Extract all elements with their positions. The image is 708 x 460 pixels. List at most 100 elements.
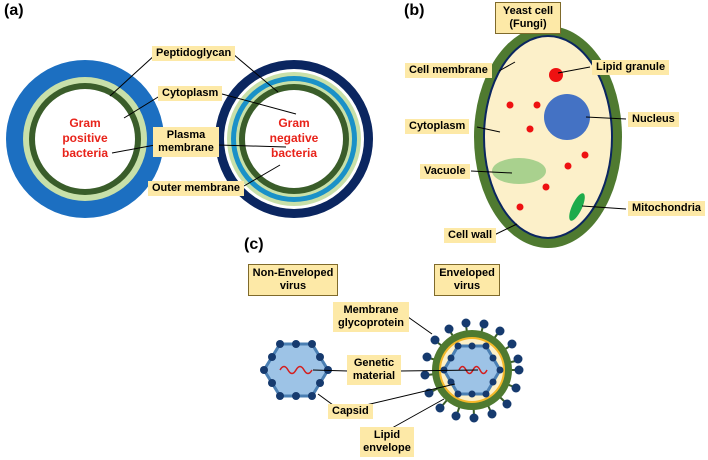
non-enveloped-title: Non-Enveloped virus (248, 264, 338, 296)
label-cytoplasm-yeast: Cytoplasm (405, 119, 470, 134)
spike-dot (514, 365, 524, 375)
yeast-granule-dot (564, 162, 572, 170)
label-cell-membrane: Cell membrane (405, 63, 492, 78)
panel-label-b: (b) (404, 2, 425, 19)
leader-line (221, 93, 297, 115)
label-lipid-granule: Lipid granule (592, 60, 670, 75)
capsomere-dot (454, 390, 462, 398)
spike-dot (435, 403, 445, 413)
capsomere-dot (276, 392, 284, 400)
yeast-nucleus (544, 94, 590, 140)
gram-negative-cell (215, 60, 373, 218)
capsomere-dot (276, 340, 284, 348)
spike-dot (461, 318, 471, 328)
label-cell-wall: Cell wall (444, 228, 497, 243)
capsomere-dot (292, 392, 300, 400)
virus-leader-lines (312, 316, 479, 429)
spike-dot (507, 339, 517, 349)
yeast-granule-dot (526, 125, 534, 133)
leader-line (232, 53, 279, 93)
gram-negative-cytoplasm (245, 90, 343, 188)
leader-line (111, 144, 156, 154)
capsomere-dot (308, 340, 316, 348)
spike-dot (487, 409, 497, 419)
gram-positive-cytoplasm (35, 89, 135, 189)
label-capsid: Capsid (328, 404, 373, 419)
spike-dot (511, 383, 521, 393)
capsomere-dot (482, 342, 490, 350)
panel-label-a: (a) (4, 2, 24, 19)
yeast-granule-dot (516, 203, 524, 211)
capsomere-dot (316, 353, 324, 361)
non-enveloped-genetic-material (279, 365, 313, 375)
yeast-cell-membrane (483, 35, 613, 239)
capsomere-dot (308, 392, 316, 400)
spike-dot (430, 335, 440, 345)
gram-positive-cell (6, 60, 164, 218)
yeast-leader-lines (470, 61, 627, 237)
glycoprotein-spikes (420, 318, 524, 423)
capsomere-dot (316, 379, 324, 387)
leader-line (123, 93, 164, 119)
yeast-title: Yeast cell (Fungi) (495, 2, 561, 34)
leader-line (109, 53, 157, 97)
capsomere-dot (454, 342, 462, 350)
leader-line (557, 66, 591, 74)
label-lipid-envelope: Lipid envelope (360, 427, 414, 457)
spike-dot (502, 399, 512, 409)
leader-line (585, 116, 627, 120)
label-outer-membrane: Outer membrane (148, 181, 245, 196)
leader-line (399, 369, 479, 372)
yeast-lipid-granule (549, 68, 563, 82)
capsomere-dot (489, 354, 497, 362)
spike-dot (420, 370, 430, 380)
capsomere-dot (292, 340, 300, 348)
label-plasma-membrane: Plasma membrane (153, 127, 219, 157)
label-cytoplasm-bacteria: Cytoplasm (158, 86, 223, 101)
capsomere-dot (482, 390, 490, 398)
yeast-granule-dot (506, 101, 514, 109)
leader-line (217, 144, 287, 148)
panel-label-c: (c) (244, 236, 264, 253)
capsomere-dot (496, 366, 504, 374)
capsomere-dot (489, 378, 497, 386)
label-peptidoglycan: Peptidoglycan (152, 46, 236, 61)
spike-dot (469, 413, 479, 423)
enveloped-title: Enveloped virus (434, 264, 500, 296)
gram-positive-title: Gram positive bacteria (61, 116, 109, 160)
yeast-granule-dot (542, 183, 550, 191)
label-genetic-material: Genetic material (347, 355, 401, 385)
leader-line (365, 383, 456, 406)
leader-line (498, 61, 516, 72)
spike-dot (495, 326, 505, 336)
leader-line (581, 205, 627, 210)
capsomere-dot (260, 366, 268, 374)
spike-dot (513, 354, 523, 364)
leader-line (476, 126, 501, 133)
leader-line (391, 398, 445, 429)
yeast-granule-dot (533, 101, 541, 109)
leader-line (470, 170, 513, 174)
capsomere-dot (268, 379, 276, 387)
spike-dot (451, 411, 461, 421)
yeast-vacuole (492, 158, 546, 184)
bacteria-leader-lines (109, 53, 297, 187)
leader-line (317, 393, 334, 406)
label-membrane-glycoprotein: Membrane glycoprotein (333, 302, 409, 332)
label-vacuole: Vacuole (420, 164, 470, 179)
capsomere-dot (468, 390, 476, 398)
leader-line (491, 223, 518, 237)
yeast-granule-dot (581, 151, 589, 159)
enveloped-virus (420, 318, 524, 423)
yeast-mitochondrion (569, 193, 585, 221)
gram-negative-title: Gram negative bacteria (269, 116, 319, 160)
capsomere-dot (468, 342, 476, 350)
capsomere-dot (447, 378, 455, 386)
leader-line (312, 369, 349, 372)
spike-dot (479, 319, 489, 329)
label-mitochondria: Mitochondria (628, 201, 706, 216)
capsomere-dot (268, 353, 276, 361)
enveloped-capsomeres (440, 342, 504, 398)
leader-line (407, 316, 433, 335)
